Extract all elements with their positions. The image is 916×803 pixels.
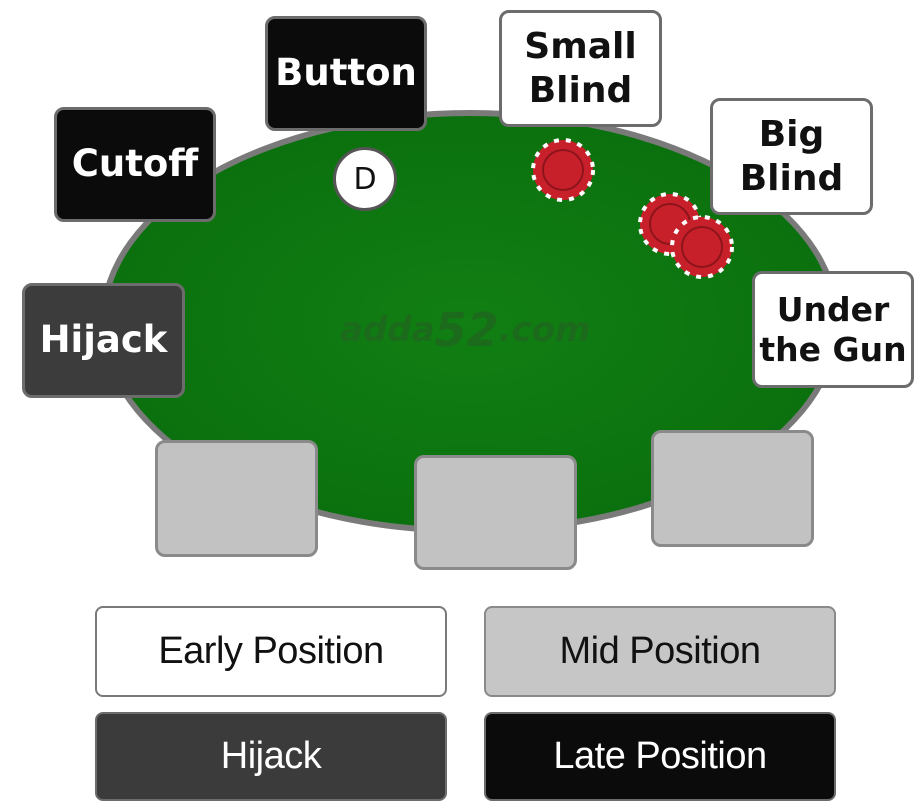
seat-mid-center <box>414 455 577 570</box>
legend-hijack: Hijack <box>95 712 447 801</box>
legend-late-position-label: Late Position <box>553 735 767 777</box>
seat-small-blind-label: Small Blind <box>524 26 637 111</box>
dealer-button: D <box>333 147 397 211</box>
seat-hijack: Hijack <box>22 283 185 398</box>
legend-early-position: Early Position <box>95 606 447 697</box>
seat-hijack-label: Hijack <box>39 318 168 362</box>
small-blind-chip <box>531 138 595 202</box>
seat-big-blind-label: Big Blind <box>739 114 844 199</box>
seat-small-blind: Small Blind <box>499 10 662 127</box>
big-blind-chip-2 <box>670 215 734 279</box>
watermark-prefix: adda <box>340 310 435 350</box>
seat-under-the-gun: Under the Gun <box>752 271 914 388</box>
watermark-number: 52 <box>434 303 499 357</box>
seat-button: Button <box>265 16 427 131</box>
dealer-button-label: D <box>353 161 377 197</box>
legend-hijack-label: Hijack <box>220 735 322 777</box>
watermark-suffix: .com <box>498 310 591 350</box>
legend-early-position-label: Early Position <box>158 630 384 672</box>
seat-mid-left <box>155 440 318 557</box>
seat-cutoff: Cutoff <box>54 107 216 222</box>
seat-cutoff-label: Cutoff <box>71 142 199 186</box>
legend-mid-position: Mid Position <box>484 606 836 697</box>
seat-mid-right <box>651 430 814 547</box>
legend-mid-position-label: Mid Position <box>559 630 761 672</box>
legend-late-position: Late Position <box>484 712 836 801</box>
seat-button-label: Button <box>275 51 417 95</box>
seat-under-the-gun-label: Under the Gun <box>759 289 907 369</box>
seat-big-blind: Big Blind <box>710 98 873 215</box>
